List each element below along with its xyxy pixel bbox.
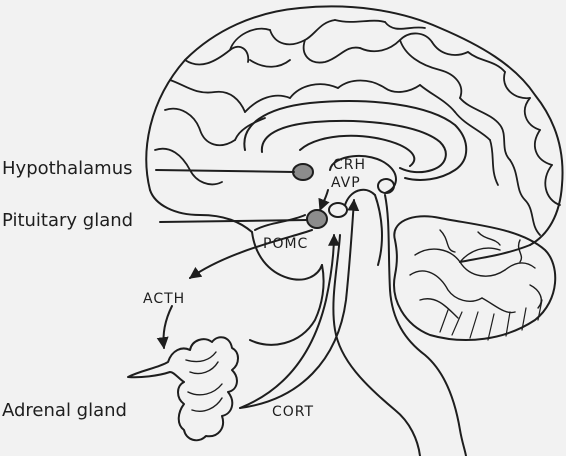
pituitary-gland <box>306 209 328 229</box>
brainstem-front <box>332 234 421 456</box>
frontal-base <box>251 231 323 281</box>
corpus-callosum-inner <box>260 119 447 174</box>
acth-release-arrow <box>189 229 313 279</box>
cerebellum-edge <box>459 244 531 263</box>
hypothalamus-gland <box>292 163 314 181</box>
cort-label: CORT <box>272 404 315 420</box>
acth-label: ACTH <box>143 291 186 307</box>
optic-chiasm <box>328 202 348 218</box>
brainstem-back <box>384 194 467 456</box>
avp-label: AVP <box>331 175 361 191</box>
temporal-base <box>249 264 325 346</box>
pituitary-leader <box>159 219 308 223</box>
fornix <box>299 134 416 167</box>
hypothalamic-floor <box>254 214 306 231</box>
corpus-callosum <box>243 100 468 181</box>
pituitary-label: Pituitary gland <box>2 210 134 231</box>
adrenal-label: Adrenal gland <box>2 400 127 421</box>
acth-to-adrenal-arrow <box>156 305 173 350</box>
hypothalamus-leader <box>155 169 295 173</box>
crh-label: CRH <box>333 157 367 173</box>
pons <box>374 194 383 266</box>
midbrain-curve <box>344 188 376 206</box>
cerebellum <box>393 215 557 341</box>
crh-avp-arrow <box>318 189 330 212</box>
hypothalamus-label: Hypothalamus <box>2 158 133 179</box>
adrenal-inner <box>185 351 223 412</box>
pomc-label: POMC <box>263 236 309 252</box>
cort-feedback-arrow-2 <box>239 198 360 409</box>
cort-feedback-arrow-1 <box>239 233 340 409</box>
adrenal-gland <box>127 336 239 442</box>
mammillary-body <box>377 178 395 194</box>
temporal-lobe <box>149 189 253 233</box>
cerebrum-outline <box>145 5 564 246</box>
cerebral-gyri <box>154 19 561 236</box>
